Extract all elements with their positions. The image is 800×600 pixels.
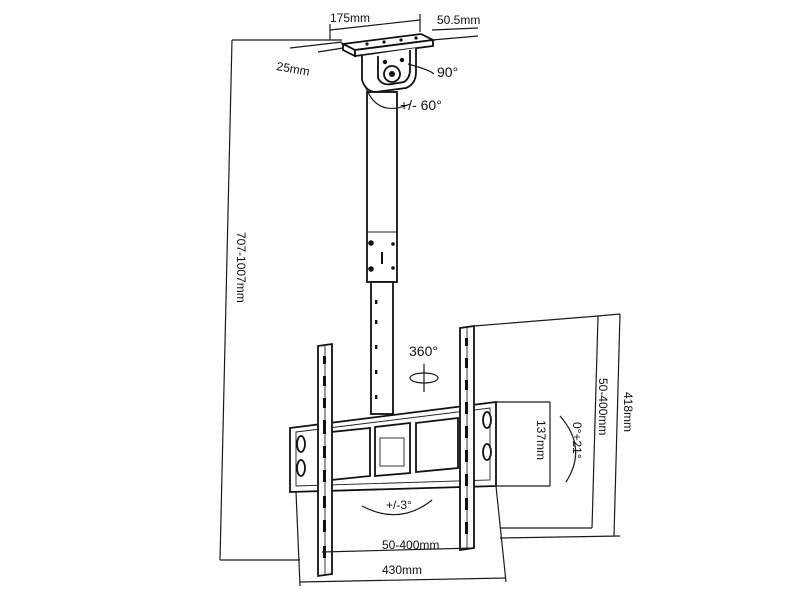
label-bracket-side: 25mm [275,59,310,79]
label-overall-width: 430mm [382,563,422,577]
right-arm [459,324,475,552]
tv-plate [289,400,497,493]
telescopic-pole [366,91,398,415]
label-tilt-range: 0°+21° [570,422,584,459]
swivel-joint [361,48,417,93]
label-plate-height: 137mm [534,420,548,460]
left-arm [317,342,333,578]
ceiling-plate [339,33,437,58]
label-overall-height: 418mm [621,392,635,432]
label-height-range: 707-1007mm [234,232,248,303]
label-rotation: 360° [409,343,438,359]
label-level-adjust: +/-3° [386,498,412,512]
label-vesa-horizontal: 50-400mm [382,538,439,552]
label-tilt-top: +/- 60° [400,97,442,113]
label-vesa-vertical: 50-400mm [596,378,610,435]
dimension-lines [219,14,621,587]
label-swivel-top: 90° [437,64,458,80]
label-bracket-width: 175mm [330,11,370,25]
label-bracket-depth: 50.5mm [437,13,480,27]
